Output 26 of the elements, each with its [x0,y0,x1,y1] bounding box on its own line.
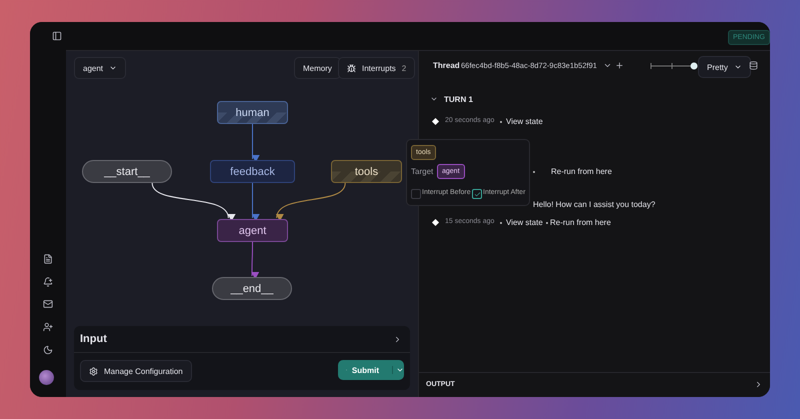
graph-node: feedback [210,160,295,183]
target-label: Target [411,167,434,176]
view-state-link: View state [506,117,543,126]
interrupts-button: Interrupts 2 [338,57,416,79]
message-text: Hello! How can I assist you today? [533,200,656,209]
graph-node: agent [217,219,288,242]
arrow [252,182,260,222]
memory-button: Memory [294,57,341,79]
terminal-node: __start__ [82,160,172,183]
view-state-link: View state [506,218,543,227]
arrow [251,242,260,280]
arrow [276,182,346,222]
graph-node: human [217,101,288,124]
thread-label: Thread [433,61,460,70]
arrow [152,182,234,220]
rerun-link: Re-run from here [550,218,611,227]
format-select: Pretty [698,56,751,78]
arrow [252,124,260,162]
graph-node: tools [331,160,402,183]
terminal-node: __end__ [212,277,292,300]
rerun-link: Re-run from here [551,167,612,176]
graph-select: agent [74,57,126,79]
submit-button: Submit [338,360,404,380]
turn-heading: TURN 1 [444,95,473,104]
section-heading: Input [80,333,107,345]
configuration-button: Manage Configuration [80,360,192,382]
